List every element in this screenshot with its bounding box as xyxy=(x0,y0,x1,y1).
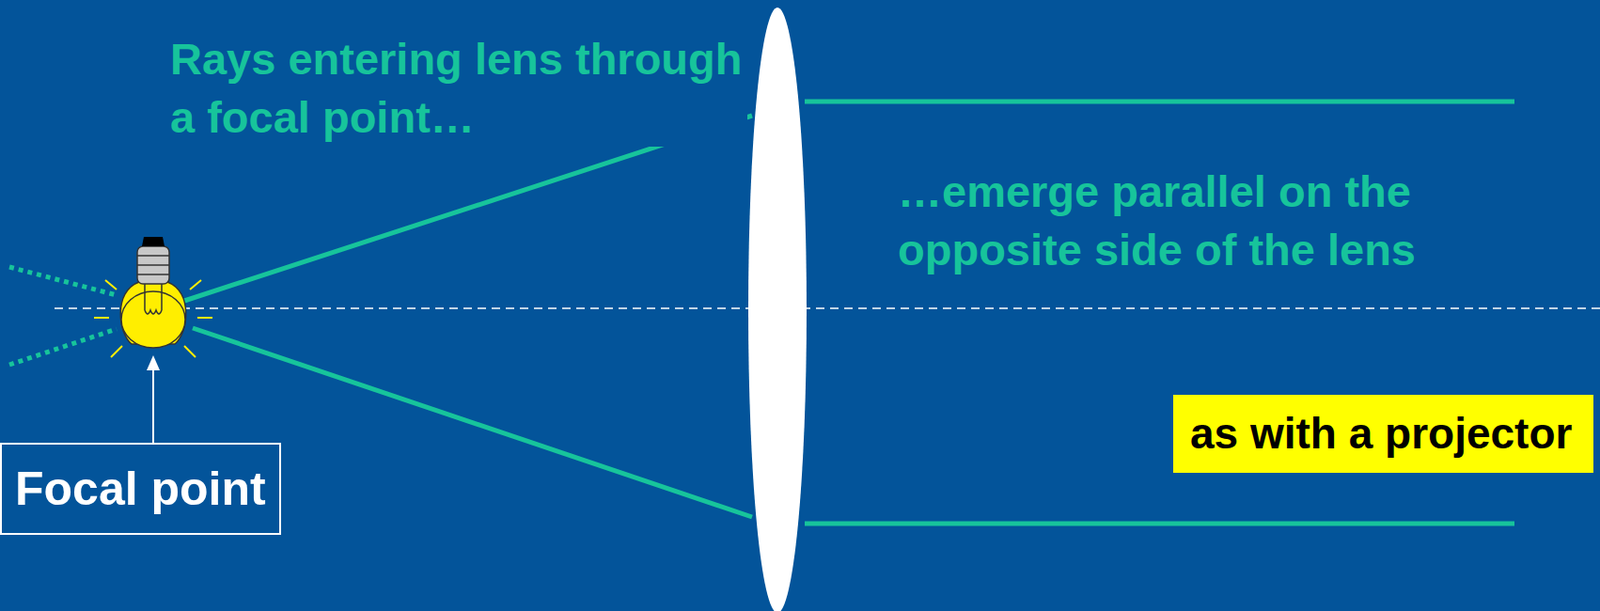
dotted-ray xyxy=(9,266,117,296)
optical-axis xyxy=(54,307,1600,310)
box-text: as with a projector xyxy=(1190,407,1577,460)
light-ray xyxy=(192,328,753,518)
leader-arrow xyxy=(146,355,160,443)
dotted-ray xyxy=(9,329,117,365)
parallel-ray xyxy=(804,521,1515,527)
annotation-text: …emerge parallel on the opposite side of… xyxy=(894,162,1532,280)
annotation-text: Rays entering lens through a focal point… xyxy=(166,30,748,147)
box-text: Focal point xyxy=(15,460,267,518)
parallel-ray xyxy=(804,99,1515,105)
highlight-box: as with a projector xyxy=(1173,394,1594,473)
convex-lens xyxy=(748,7,807,611)
light-bulb xyxy=(94,236,213,358)
label-box: Focal point xyxy=(0,442,282,535)
